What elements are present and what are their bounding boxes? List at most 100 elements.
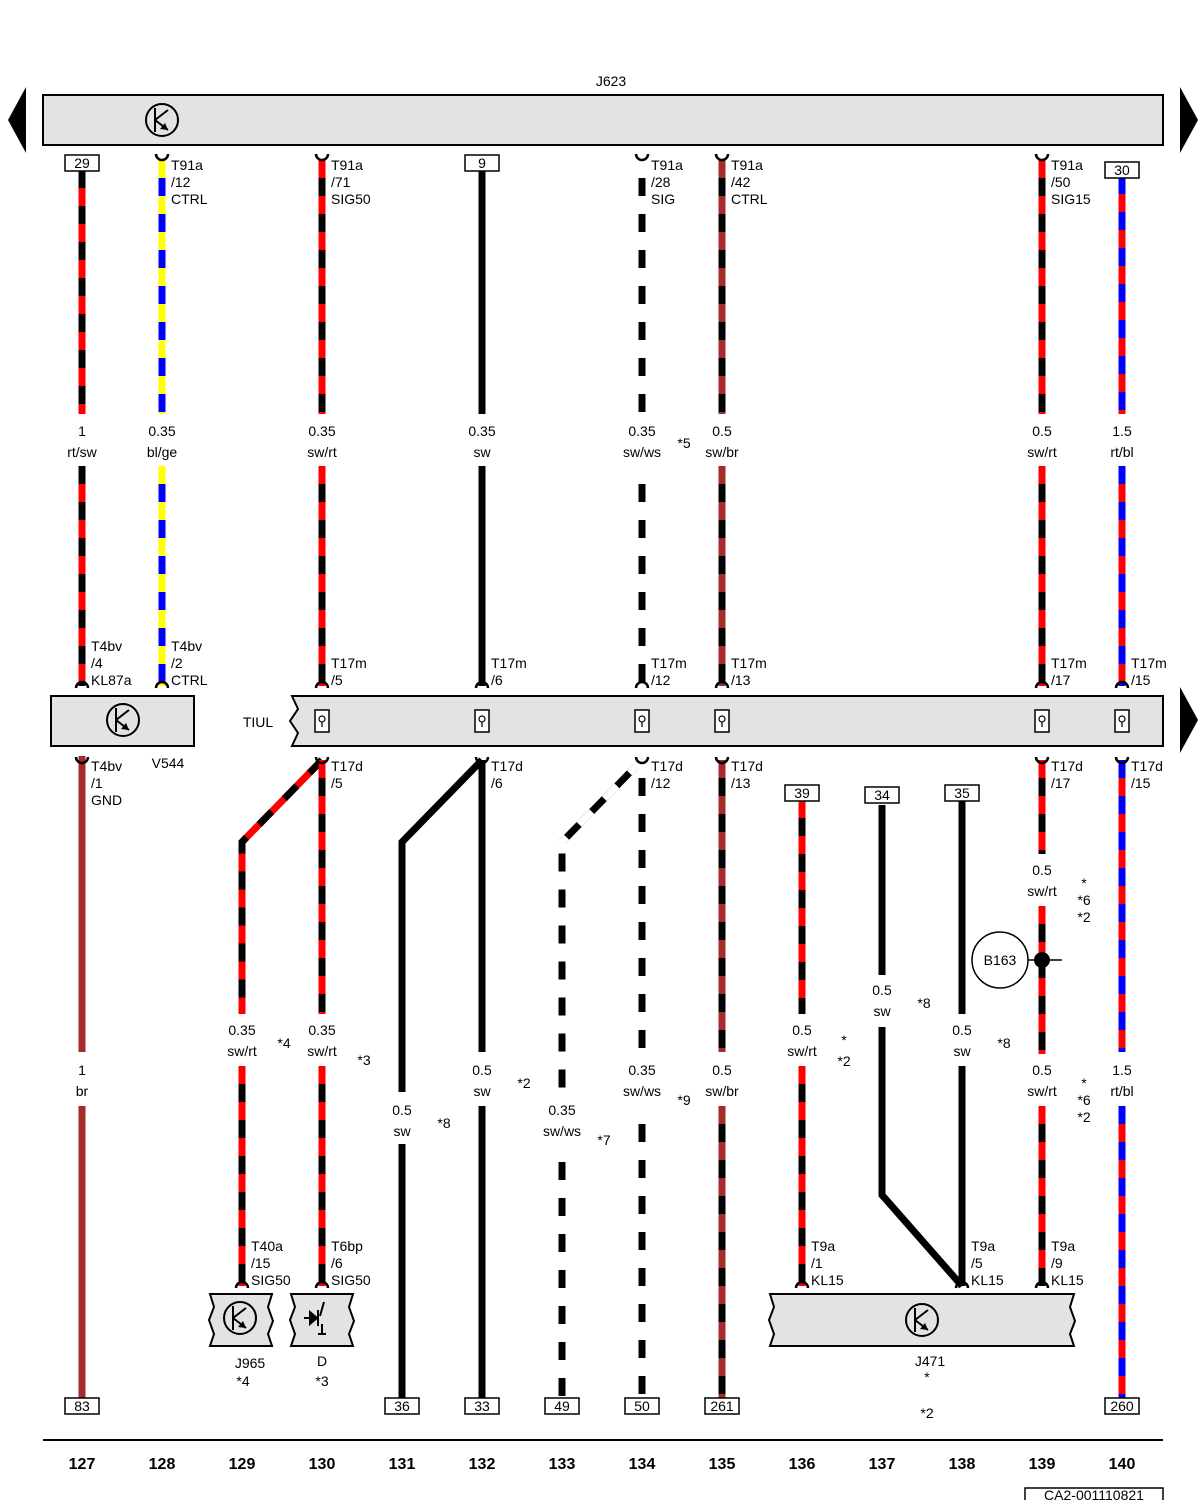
terminal-box-49[interactable] [544, 1397, 580, 1415]
connector-bump-138-1288[interactable] [954, 1280, 970, 1289]
terminal-box-34[interactable] [864, 786, 900, 804]
wire-label-line: sw/rt [787, 1043, 817, 1059]
connector-bump-130-154[interactable] [314, 153, 330, 162]
terminal-box-261[interactable] [704, 1397, 740, 1415]
wire-label-line: 0.5 [712, 1062, 732, 1078]
pin-label-line: /2 [171, 655, 183, 671]
connector-bump-127-757[interactable] [74, 756, 90, 765]
connector-bump-128-688[interactable] [154, 680, 170, 689]
connector-bump-130-1288[interactable] [314, 1280, 330, 1289]
terminal-box-9[interactable] [464, 154, 500, 172]
ignition-switch-icon [304, 1301, 326, 1335]
pin-label-line: T17d [731, 758, 763, 774]
wires-layer [78, 160, 1126, 1398]
j623-control-unit[interactable] [42, 94, 1164, 146]
connector-bump-130-757[interactable] [314, 756, 330, 765]
connector-bump-135-154[interactable] [714, 153, 730, 162]
wire-label-line: 0.35 [628, 423, 655, 439]
wire-label-line: sw/rt [1027, 444, 1057, 460]
j471-control-unit[interactable] [767, 1293, 1077, 1347]
terminal-number: 49 [554, 1398, 570, 1414]
wire-label-line: sw/rt [307, 444, 337, 460]
tiul-continue-right-arrow-icon[interactable] [1180, 687, 1198, 753]
wire-129-bot[interactable] [238, 757, 325, 1014]
connector-bump-127-688[interactable] [74, 680, 90, 689]
connector-bump-132-688[interactable] [474, 680, 490, 689]
wire-label-c135_top: 0.5sw/br [705, 423, 739, 460]
footnote-c134_top: *5 [677, 435, 690, 451]
connector-bump-135-688[interactable] [714, 680, 730, 689]
connector-bump-140-757[interactable] [1114, 756, 1130, 765]
terminal-box-50[interactable] [624, 1397, 660, 1415]
pin-label-line: CTRL [171, 672, 208, 688]
connector-bump-140-688[interactable] [1114, 680, 1130, 689]
wire-label-line: 0.35 [548, 1102, 575, 1118]
connector-bump-132-757[interactable] [474, 756, 490, 765]
wire-label-line: sw/ws [543, 1123, 581, 1139]
terminal-box-260[interactable] [1104, 1397, 1140, 1415]
connector-bump-135-757[interactable] [714, 756, 730, 765]
wire-label-c133_bot: 0.35 sw/ws [543, 1102, 581, 1139]
terminal-box-83[interactable] [64, 1397, 100, 1415]
pin-label-line: T91a [651, 157, 683, 173]
pin-label-line: T6bp [331, 1238, 363, 1254]
pin-label-line: T9a [971, 1238, 995, 1254]
connector-bump-128-154[interactable] [154, 153, 170, 162]
connector-bump-139-154[interactable] [1034, 153, 1050, 162]
wire-133-bot[interactable] [558, 757, 645, 1092]
connector-bump-136-1288[interactable] [794, 1280, 810, 1289]
terminal-box-36[interactable] [384, 1397, 420, 1415]
column-number-134: 134 [629, 1456, 656, 1473]
pin-label-c134_low: T17d/12 [651, 758, 683, 791]
j471-label: J471 [915, 1353, 946, 1369]
terminal-box-39[interactable] [784, 784, 820, 802]
ignition-switch-d-box[interactable] [288, 1293, 356, 1347]
pin-label-c135_low: T17d/13 [731, 758, 763, 791]
wire-label-c140_bot: 1.5rt/bl [1110, 1062, 1133, 1099]
page-continue-left-arrow-icon[interactable] [8, 87, 26, 153]
pin-label-c140_low: T17d/15 [1131, 758, 1163, 791]
pin-label-c140_mid: T17m/15 [1131, 655, 1167, 688]
tiul-contact-135 [714, 709, 730, 733]
pin-label-line: KL15 [811, 1272, 844, 1288]
terminal-number: 83 [74, 1398, 90, 1414]
wire-label-line: sw/br [705, 1083, 739, 1099]
wire-label-line: 0.35 [308, 1022, 335, 1038]
terminal-number: 50 [634, 1398, 650, 1414]
page-continue-right-arrow-icon[interactable] [1180, 87, 1198, 153]
j965-component-box[interactable] [207, 1293, 275, 1347]
connector-bump-134-688[interactable] [634, 680, 650, 689]
pin-label-line: KL87a [91, 672, 132, 688]
connector-bump-139-1288[interactable] [1034, 1280, 1050, 1289]
pin-label-line: /6 [331, 1255, 343, 1271]
connector-bump-139-688[interactable] [1034, 680, 1050, 689]
j471-footnote-b: *2 [920, 1405, 933, 1421]
terminal-box-29[interactable] [64, 154, 100, 172]
connector-bump-134-757[interactable] [634, 756, 650, 765]
connector-bump-139-757[interactable] [1034, 756, 1050, 765]
terminal-box-33[interactable] [464, 1397, 500, 1415]
pin-label-line: /15 [1131, 672, 1151, 688]
d-label: D [317, 1353, 327, 1369]
wire-label-line: 0.5 [952, 1022, 972, 1038]
pin-label-line: /50 [1051, 174, 1071, 190]
connector-bump-134-154[interactable] [634, 153, 650, 162]
column-number-139: 139 [1029, 1456, 1056, 1473]
pin-label-line: T17d [1131, 758, 1163, 774]
connector-bump-129-1288[interactable] [234, 1280, 250, 1289]
pin-label-line: /5 [331, 775, 343, 791]
pin-label-c132_low: T17d/6 [491, 758, 523, 791]
pin-label-line: SIG50 [251, 1272, 291, 1288]
terminal-box-30[interactable] [1104, 161, 1140, 179]
pin-label-line: /15 [251, 1255, 271, 1271]
pin-label-line: T91a [331, 157, 363, 173]
terminal-box-35[interactable] [944, 784, 980, 802]
wire-131-bot[interactable] [398, 757, 485, 1092]
connector-bump-130-688[interactable] [314, 680, 330, 689]
wire-137-bot-b[interactable] [878, 1027, 965, 1289]
